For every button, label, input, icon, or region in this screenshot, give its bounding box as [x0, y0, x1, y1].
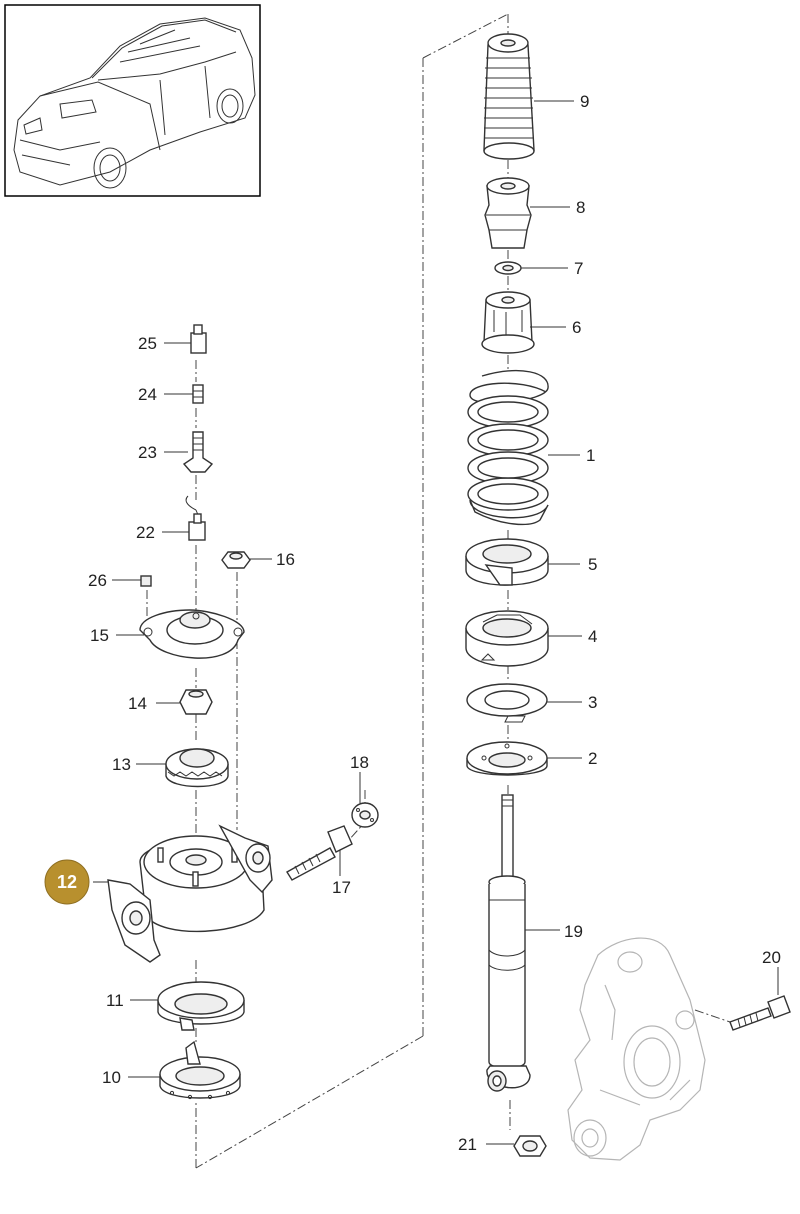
- part-8-bump-stop: [484, 177, 532, 249]
- label-part-22: 22: [136, 523, 155, 542]
- part-number-labels: 9 8 7 6 1 5 4 3 2 19 20 21 25 24 23 22 2…: [88, 92, 781, 1154]
- label-part-10: 10: [102, 1068, 121, 1087]
- part-26-clip: [140, 575, 152, 587]
- label-part-16: 16: [276, 550, 295, 569]
- part-21-nut: [513, 1135, 547, 1157]
- label-part-11: 11: [106, 991, 124, 1010]
- label-part-12: 12: [57, 872, 77, 892]
- label-part-7: 7: [574, 259, 583, 278]
- label-part-24: 24: [138, 385, 157, 404]
- part-1-coil-spring: [467, 370, 549, 526]
- part-3-gasket: [466, 683, 548, 723]
- part-18-grommet: [351, 802, 379, 828]
- leader-lines: [93, 100, 779, 1145]
- part-24-valve-insert: [192, 384, 204, 404]
- part-11-spring-plate: [157, 981, 245, 1031]
- highlight-badge-circle: [44, 859, 90, 905]
- label-part-19: 19: [564, 922, 583, 941]
- label-part-1: 1: [586, 446, 595, 465]
- part-23-valve: [182, 431, 214, 473]
- vehicle-thumbnail: [4, 4, 261, 197]
- part-14-nut: [179, 689, 213, 715]
- label-part-13: 13: [112, 755, 131, 774]
- part-13-bearing: [165, 748, 229, 788]
- label-part-8: 8: [576, 198, 585, 217]
- part-16-nut: [221, 551, 251, 569]
- part-19-shock-absorber: [486, 794, 531, 1092]
- part-6-stop-cup: [481, 291, 535, 354]
- label-part-3: 3: [588, 693, 597, 712]
- part-12-strut-support: [107, 824, 273, 963]
- part-15-top-mount: [139, 609, 245, 659]
- label-part-17: 17: [332, 878, 351, 897]
- label-part-15: 15: [90, 626, 109, 645]
- part-10-spring-seat: [159, 1040, 241, 1100]
- part-2-mounting-plate: [466, 741, 548, 776]
- part-4-spring-seat: [465, 610, 549, 667]
- part-20-bolt: [729, 995, 791, 1031]
- label-part-2: 2: [588, 749, 597, 768]
- part-9-protective-boot: [483, 33, 535, 160]
- label-part-23: 23: [138, 443, 157, 462]
- part-7-washer: [494, 261, 522, 275]
- part-22-connector: [185, 495, 206, 541]
- label-part-4: 4: [588, 627, 597, 646]
- wheel-carrier-outline: [567, 937, 706, 1161]
- label-part-5: 5: [588, 555, 597, 574]
- label-part-6: 6: [572, 318, 581, 337]
- label-part-21: 21: [458, 1135, 477, 1154]
- part-17-bolt: [286, 825, 353, 881]
- label-part-9: 9: [580, 92, 589, 111]
- part-25-cap: [190, 324, 207, 354]
- label-part-26: 26: [88, 571, 107, 590]
- part-5-spring-pad: [465, 538, 549, 586]
- highlight-badge-part-12[interactable]: 12: [44, 859, 90, 905]
- label-part-14: 14: [128, 694, 147, 713]
- label-part-20: 20: [762, 948, 781, 967]
- label-part-18: 18: [350, 753, 369, 772]
- label-part-25: 25: [138, 334, 157, 353]
- assembly-guide-lines: [146, 13, 731, 1169]
